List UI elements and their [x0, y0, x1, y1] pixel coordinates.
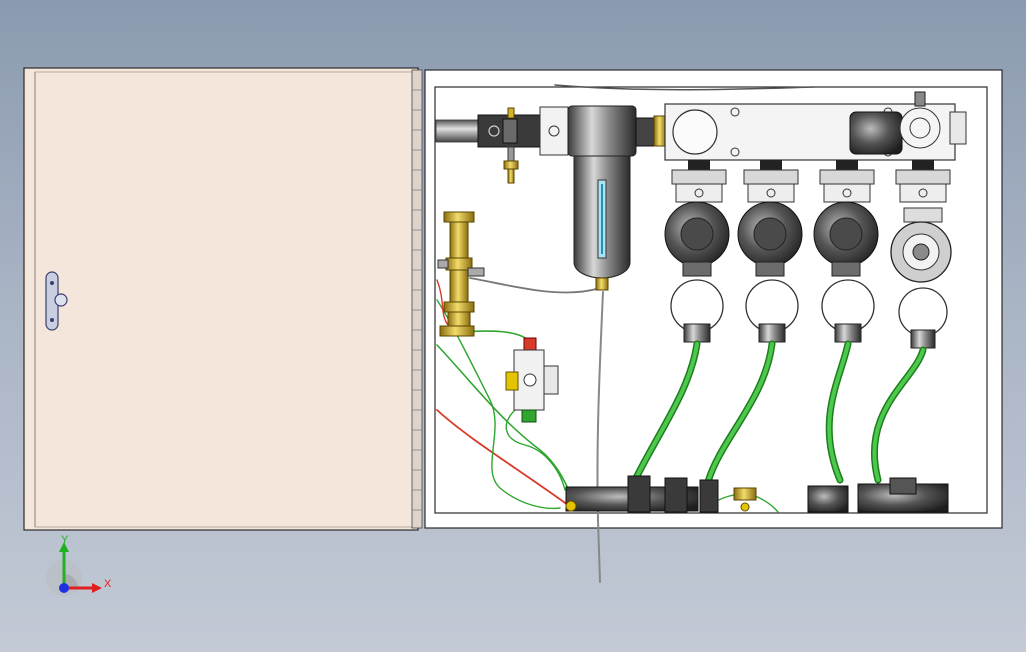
air-hoses — [632, 340, 927, 486]
distribution-manifold — [664, 91, 967, 161]
enclosure-door[interactable] — [23, 67, 423, 531]
regulator-2 — [737, 160, 803, 343]
air-filter — [567, 105, 667, 291]
wiring — [436, 84, 816, 583]
regulator-1 — [664, 160, 730, 343]
inlet-pipe — [435, 106, 569, 184]
coordinate-triad: Y X — [46, 534, 112, 596]
bottom-manifold — [565, 475, 949, 513]
z-axis — [59, 583, 69, 593]
latch-handle-icon[interactable] — [45, 271, 68, 331]
x-axis-label: X — [104, 578, 112, 590]
regulator-3 — [813, 160, 879, 343]
brass-fittings — [437, 211, 485, 337]
regulator-4 — [890, 160, 952, 349]
y-axis-label: Y — [61, 534, 69, 546]
hinge-ticks — [412, 89, 422, 511]
solenoid-valve — [505, 337, 559, 423]
